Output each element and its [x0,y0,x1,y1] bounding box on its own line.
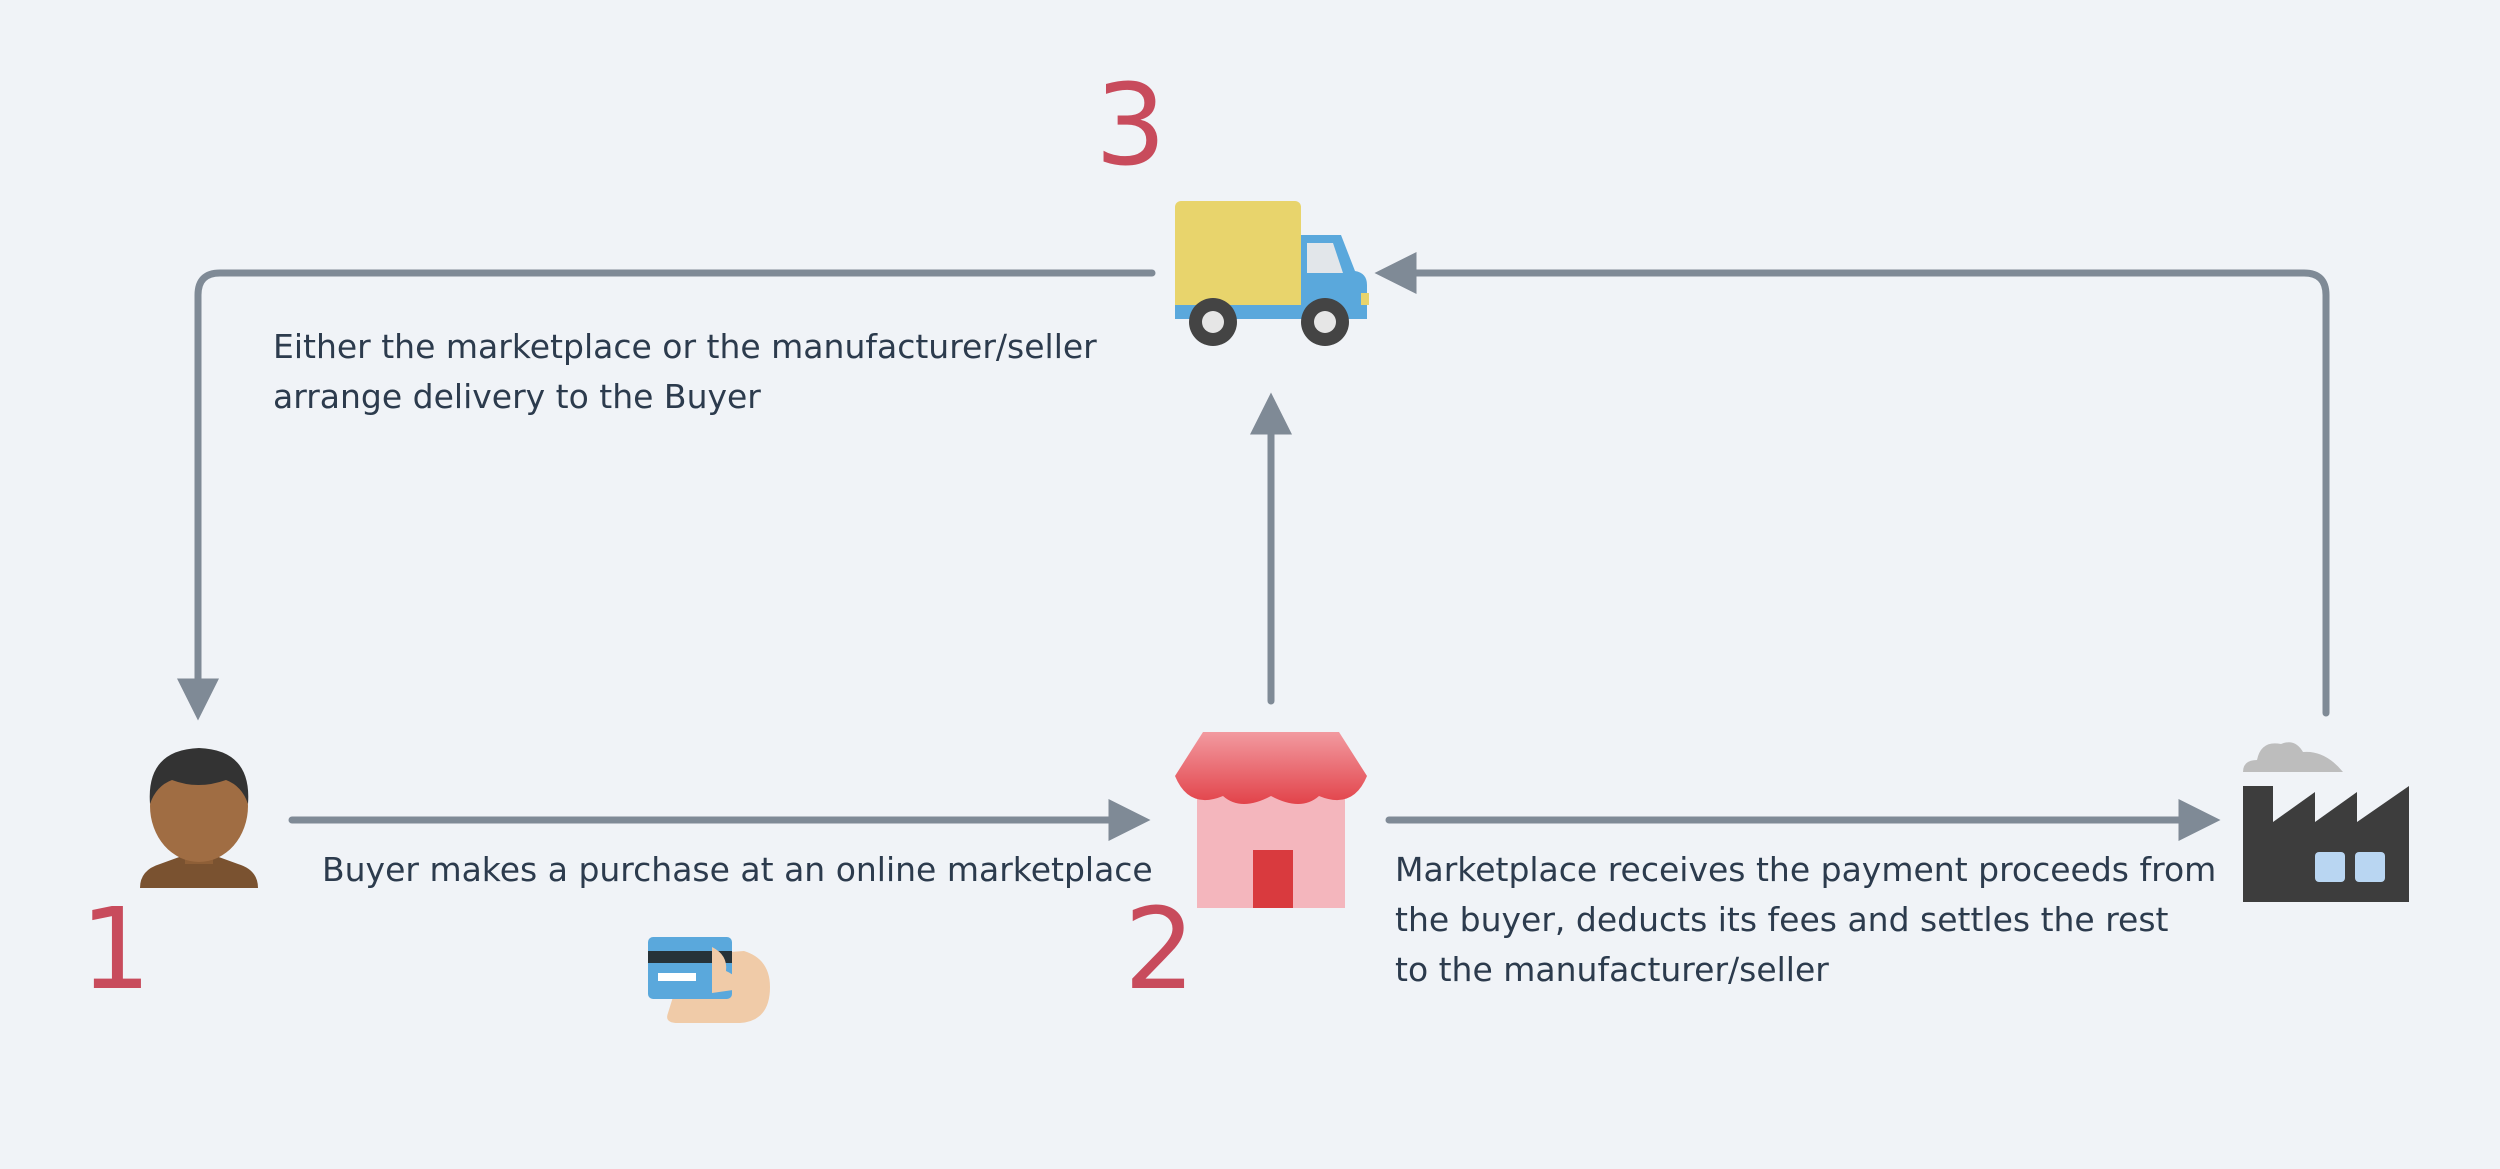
factory-icon [2243,736,2409,904]
delivery-truck-icon [1175,201,1369,349]
step-number-2: 2 [1124,885,1196,1015]
person-icon [138,746,260,890]
step-number-1: 1 [80,885,152,1015]
delivery-caption: Either the marketplace or the manufactur… [273,327,1097,416]
arrow-truck-to-buyer [177,269,1156,721]
storefront-icon [1175,732,1367,908]
step-number-3: 3 [1095,61,1167,191]
settlement-caption: Marketplace receives the payment proceed… [1395,850,2217,989]
credit-card-hand-icon [648,937,770,1023]
purchase-caption: Buyer makes a purchase at an online mark… [322,850,1153,889]
arrow-factory-to-truck [1374,252,2330,717]
